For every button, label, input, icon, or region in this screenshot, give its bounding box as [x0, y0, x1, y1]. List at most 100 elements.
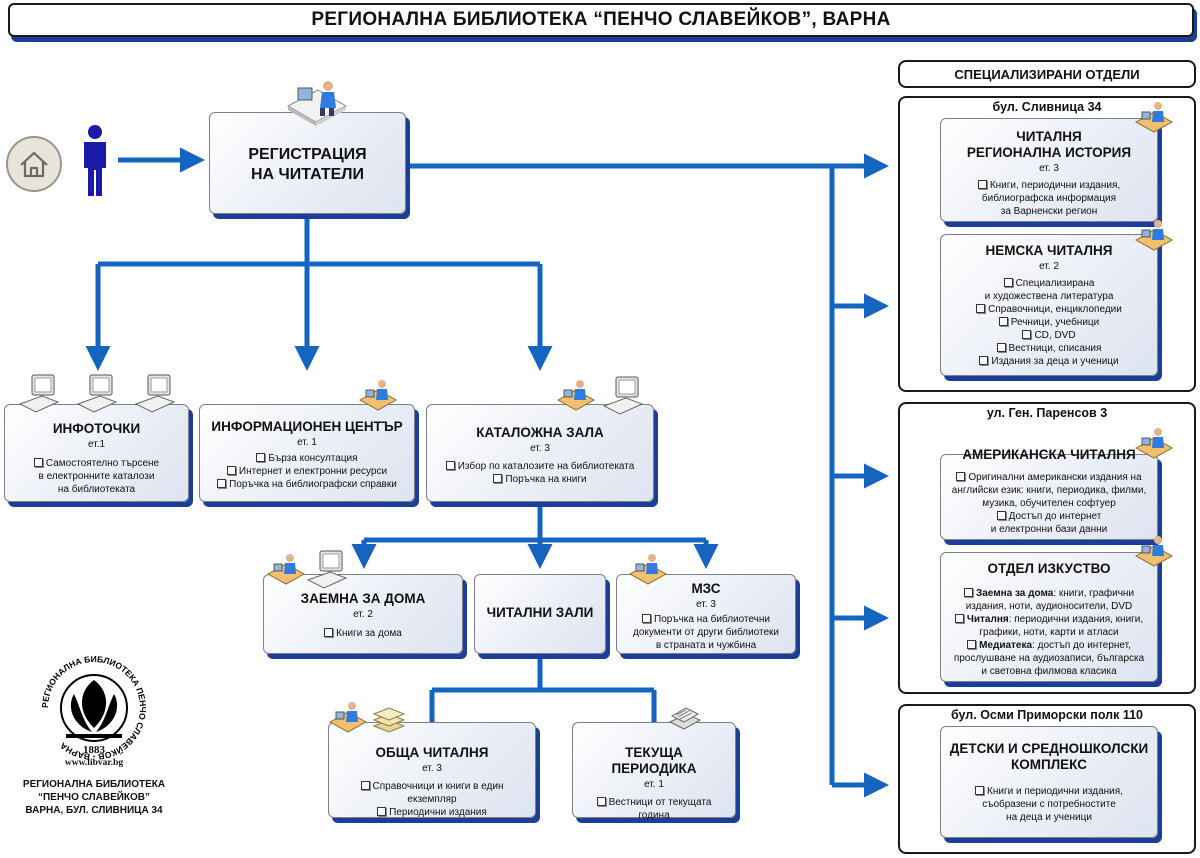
list-item: Издания за деца и ученици	[949, 355, 1149, 368]
german-reading-floor: ет. 2	[1039, 261, 1059, 272]
list-item: Вестници, списания	[949, 342, 1149, 355]
list-item: Вестници от текущата година	[581, 796, 727, 822]
page-title: РЕГИОНАЛНА БИБЛИОТЕКА “ПЕНЧО СЛАВЕЙКОВ”,…	[311, 9, 891, 30]
logo-year: 1883	[83, 744, 105, 756]
catalog-hall-box: КАТАЛОЖНА ЗАЛА ет. 3 Избор по каталозите…	[426, 404, 654, 502]
list-item: Поръчка на библиографски справки	[208, 478, 406, 491]
person-icon	[84, 125, 106, 196]
computer-icon	[134, 374, 176, 413]
workstation-icon	[358, 380, 398, 411]
list-item: за Варненски регион	[1000, 206, 1098, 217]
home-loan-floor: ет. 2	[353, 609, 373, 620]
workstation-icon	[628, 554, 668, 585]
children-complex-title-2: КОМПЛЕКС	[1011, 757, 1087, 772]
info-center-title: ИНФОРМАЦИОНЕН ЦЕНТЪР	[211, 419, 403, 434]
list-item: Избор по каталозите на библиотеката	[435, 460, 645, 473]
list-item: Бърза консултация	[208, 452, 406, 465]
logo-caption-2: “ПЕНЧО СЛАВЕЙКОВ”	[37, 792, 151, 803]
info-center-floor: ет. 1	[297, 437, 317, 448]
mzs-list: Поръчка на библиотечни документи от друг…	[625, 613, 787, 652]
list-item: библиографска информация	[981, 193, 1117, 204]
list-item: съобразени с потребностите	[982, 799, 1116, 810]
general-reading-floor: ет. 3	[422, 763, 442, 774]
list-item: Поръчка на книги	[435, 473, 645, 486]
list-item: Речници, учебници	[949, 316, 1149, 329]
list-item: Справочници, енциклопедии	[949, 303, 1149, 316]
home-loan-list: Книги за дома	[272, 627, 454, 640]
german-reading-box: НЕМСКА ЧИТАЛНЯ ет. 2 Специализирана и ху…	[940, 234, 1158, 376]
general-reading-box: ОБЩА ЧИТАЛНЯ ет. 3 Справочници и книги в…	[328, 722, 536, 818]
list-item: Справочници и книги в един екземпляр	[337, 780, 527, 806]
list-item: Медиатека: достъп до интернет,	[949, 639, 1149, 652]
logo-caption-1: РЕГИОНАЛНА БИБЛИОТЕКА	[22, 779, 166, 790]
home-loan-title: ЗАЕМНА ЗА ДОМА	[300, 591, 426, 606]
periodicals-title: ТЕКУЩА ПЕРИОДИКА	[611, 745, 697, 776]
info-center-box: ИНФОРМАЦИОНЕН ЦЕНТЪР ет. 1 Бърза консулт…	[199, 404, 415, 502]
regional-history-list: Книги, периодични издания, библиографска…	[949, 179, 1149, 218]
logo-caption: РЕГИОНАЛНА БИБЛИОТЕКА “ПЕНЧО СЛАВЕЙКОВ” …	[14, 778, 174, 817]
catalog-hall-title: КАТАЛОЖНА ЗАЛА	[476, 425, 604, 440]
art-department-title: ОТДЕЛ ИЗКУСТВО	[987, 561, 1111, 576]
list-item: в електронните каталози	[38, 471, 155, 482]
regional-history-box: ЧИТАЛНЯ РЕГИОНАЛНА ИСТОРИЯ ет. 3 Книги, …	[940, 118, 1158, 222]
workstation-icon	[1134, 220, 1174, 251]
list-item: на деца и ученици	[1006, 812, 1092, 823]
list-item: Самостоятелно търсене	[13, 457, 180, 470]
german-reading-list: Специализирана и художествена литература…	[949, 277, 1149, 368]
mzs-floor: ет. 3	[696, 599, 716, 610]
workstation-icon	[1134, 428, 1174, 459]
registration-title-2: НА ЧИТАТЕЛИ	[251, 166, 364, 183]
newspaper-icon	[668, 707, 702, 730]
list-item: Периодични издания	[337, 806, 527, 819]
infopoints-title: ИНФОТОЧКИ	[52, 421, 141, 436]
list-item: английски език: книги, периодика, филми,	[951, 485, 1147, 496]
list-item: Книги за дома	[272, 627, 454, 640]
list-item: Специализирана	[949, 277, 1149, 290]
infopoints-floor: ет.1	[87, 439, 106, 450]
children-complex-box: ДЕТСКИ И СРЕДНОШКОЛСКИ КОМПЛЕКС Книги и …	[940, 726, 1158, 838]
children-complex-list: Книги и периодични издания, съобразени с…	[949, 785, 1149, 824]
reading-rooms-box: ЧИТАЛНИ ЗАЛИ	[474, 574, 606, 654]
specialized-heading: СПЕЦИАЛИЗИРАНИ ОТДЕЛИ	[898, 60, 1196, 88]
list-item: и световна филмова класика	[981, 666, 1117, 677]
library-logo: РЕГИОНАЛНА БИБЛИОТЕКА ПЕНЧО СЛАВЕЙКОВ - …	[40, 654, 148, 762]
home-icon	[6, 136, 62, 192]
list-item: CD, DVD	[949, 329, 1149, 342]
list-item: Заемна за дома: книги, графични	[949, 587, 1149, 600]
general-reading-title: ОБЩА ЧИТАЛНЯ	[375, 745, 489, 760]
mzs-box: МЗС ет. 3 Поръчка на библиотечни докумен…	[616, 574, 796, 654]
list-item: Книги, периодични издания,	[949, 179, 1149, 192]
periodicals-list: Вестници от текущата година	[581, 796, 727, 822]
regional-history-title-2: РЕГИОНАЛНА ИСТОРИЯ	[966, 145, 1132, 160]
list-item: Интернет и електронни ресурси	[208, 465, 406, 478]
mzs-title: МЗС	[691, 581, 721, 596]
books-icon	[372, 707, 406, 733]
registration-title-1: РЕГИСТРАЦИЯ	[248, 146, 367, 163]
computer-icon	[306, 550, 348, 589]
list-item: Читалня: периодични издания, книги,	[949, 613, 1149, 626]
regional-history-title-1: ЧИТАЛНЯ	[1016, 129, 1082, 144]
workstation-icon	[286, 81, 348, 126]
catalog-hall-list: Избор по каталозите на библиотеката Поръ…	[435, 460, 645, 486]
catalog-hall-floor: ет. 3	[530, 443, 550, 454]
workstation-icon	[1134, 536, 1174, 567]
infopoints-box: ИНФОТОЧКИ ет.1 Самостоятелно търсене в е…	[4, 404, 189, 502]
general-reading-list: Справочници и книги в един екземпляр Пер…	[337, 780, 527, 819]
computer-icon	[18, 374, 60, 413]
infopoints-list: Самостоятелно търсене в електронните кат…	[13, 457, 180, 496]
home-loan-box: ЗАЕМНА ЗА ДОМА ет. 2 Книги за дома	[263, 574, 463, 654]
regional-history-floor: ет. 3	[1039, 163, 1059, 174]
workstation-icon	[1134, 102, 1174, 133]
computer-icon	[76, 374, 118, 413]
list-item: документи от други библиотеки	[632, 627, 779, 638]
list-item: Оригинални американски издания на	[949, 471, 1149, 484]
children-complex-title-1: ДЕТСКИ И СРЕДНОШКОЛСКИ	[949, 741, 1149, 756]
periodicals-floor: ет. 1	[644, 779, 664, 790]
group-primorski-address: бул. Осми Приморски полк 110	[950, 708, 1144, 722]
info-center-list: Бърза консултация Интернет и електронни …	[208, 452, 406, 491]
logo-caption-3: ВАРНА, БУЛ. СЛИВНИЦА 34	[25, 805, 163, 816]
workstation-icon	[328, 702, 368, 733]
list-item: издания, ноти, аудионосители, DVD	[965, 601, 1133, 612]
workstation-icon	[266, 554, 306, 585]
